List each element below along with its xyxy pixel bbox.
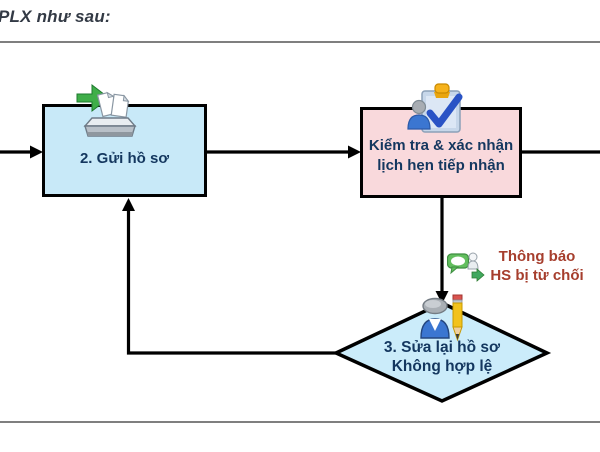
node-verify-label-line2: lịch hẹn tiếp nhận: [377, 156, 505, 174]
node-fix-label-line2: Không hợp lệ: [391, 358, 493, 375]
arrow-send-to-verify: [207, 145, 361, 159]
person-edit-pencil-icon: [420, 294, 463, 342]
page-title: PLX như sau:: [0, 7, 111, 26]
node-verify-label-line1: Kiểm tra & xác nhận: [368, 136, 514, 154]
bottom-divider: [0, 421, 600, 423]
clipboard-check-icon: [407, 83, 463, 133]
top-divider: [0, 41, 600, 43]
arrow-fix-to-send: [122, 198, 336, 355]
rejection-note-line1: Thông báo: [498, 248, 576, 265]
send-documents-icon: [76, 83, 137, 137]
node-fix-label-line1: 3. Sửa lại hồ sơ: [383, 339, 501, 356]
rejection-note: Thông báo HS bị từ chối: [478, 247, 596, 285]
rejection-note-line2: HS bị từ chối: [490, 267, 584, 284]
message-notification-icon: [447, 252, 485, 282]
node-send-document-label: 2. Gửi hồ sơ: [79, 150, 170, 167]
node-fix-document-label: 3. Sửa lại hồ sơ Không hợp lệ: [337, 338, 547, 376]
arrow-left-to-send: [0, 145, 43, 159]
